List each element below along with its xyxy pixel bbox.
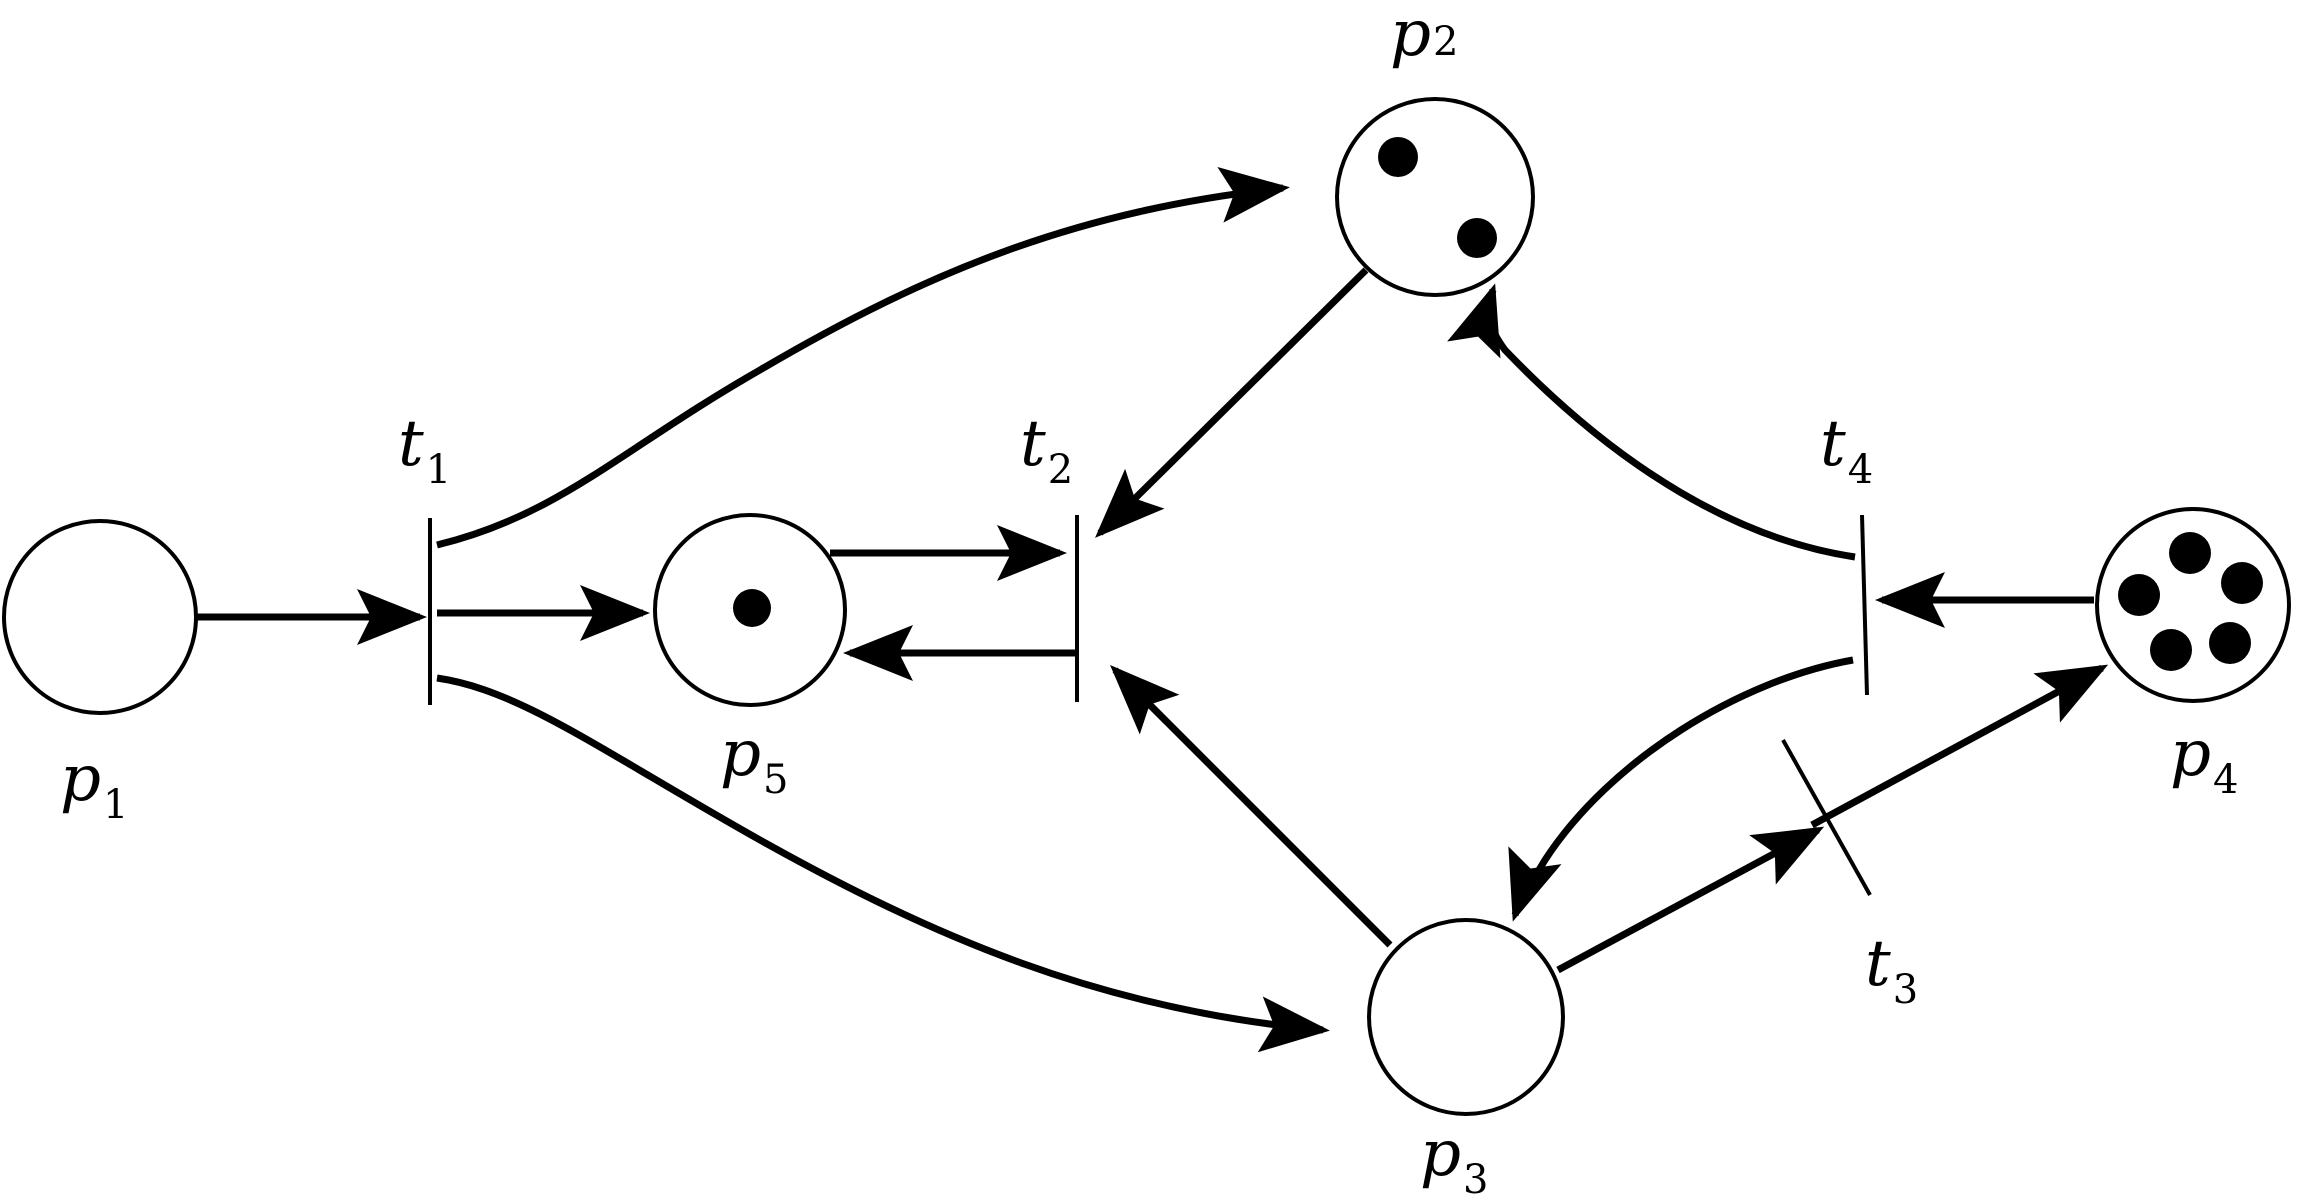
- token-p4-4: [2150, 629, 2192, 671]
- transitions: [428, 514, 1872, 896]
- label-p1: p1: [60, 742, 128, 828]
- labels: p2 t1 t2 t4 p1 p5 p4 t3 p3: [60, 0, 2238, 1202]
- token-p2-1: [1378, 137, 1418, 177]
- label-t1: t1: [398, 407, 451, 493]
- token-p2-2: [1457, 218, 1497, 258]
- token-p4-2: [2118, 574, 2160, 616]
- arc-p3-t2: [1110, 665, 1393, 948]
- token-p4-5: [2209, 622, 2251, 664]
- label-p4: p4: [2170, 717, 2238, 803]
- transition-t4: [1860, 514, 1869, 696]
- arc-t4-p3: [1508, 656, 1854, 922]
- places: [2, 97, 2291, 1116]
- transition-t3: [1781, 739, 1872, 896]
- label-t4: t4: [1820, 407, 1873, 493]
- label-p2: p2: [1390, 0, 1458, 71]
- arc-t1-p2: [436, 166, 1290, 549]
- arc-t4-p2: [1447, 283, 1856, 561]
- label-p5: p5: [720, 717, 788, 803]
- token-p4-1: [2169, 532, 2211, 574]
- token-p5-1: [733, 589, 771, 627]
- arc-p2-t2: [1095, 267, 1369, 538]
- place-p2: [1335, 97, 1535, 297]
- arc-t3-p4: [1810, 664, 2109, 829]
- arc-p3-t3: [1556, 826, 1825, 974]
- tokens: [733, 137, 2263, 671]
- place-p3: [1367, 918, 1565, 1116]
- arc-t1-p3: [436, 674, 1330, 1053]
- arcs: [197, 166, 2109, 1053]
- label-t3: t3: [1865, 927, 1918, 1013]
- label-t2: t2: [1020, 407, 1073, 493]
- token-p4-3: [2221, 562, 2263, 604]
- place-p1: [2, 519, 198, 715]
- label-p3: p3: [1420, 1117, 1488, 1202]
